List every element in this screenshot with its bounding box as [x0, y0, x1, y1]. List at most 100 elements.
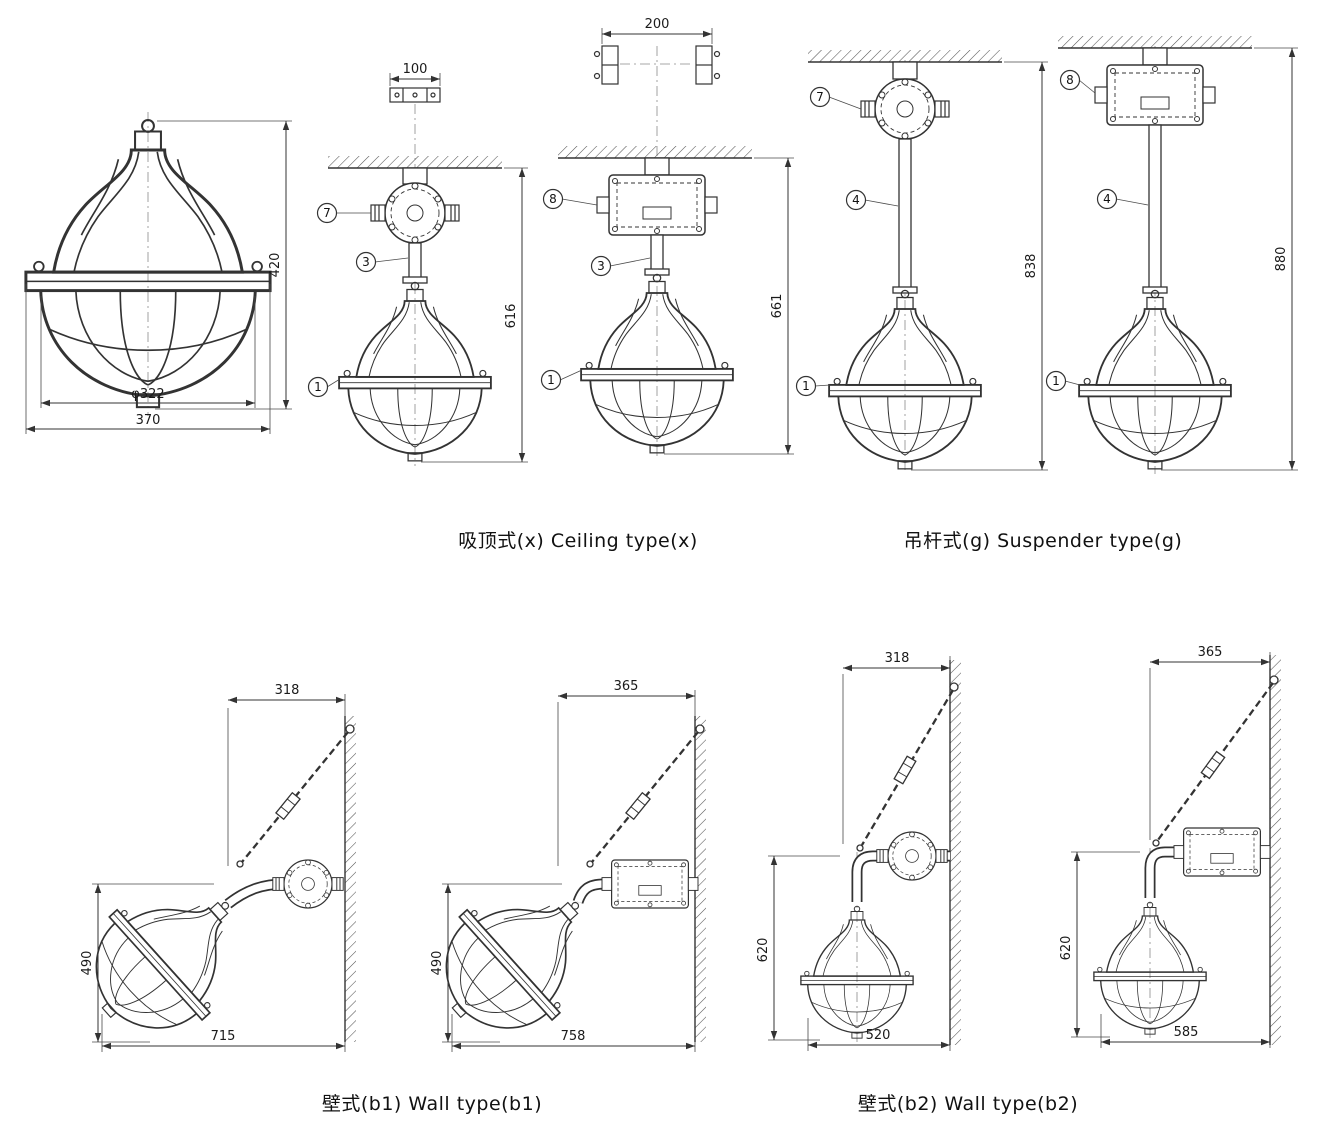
suspender-pole-drawing: [898, 138, 912, 292]
callout-junction-box: 7: [809, 86, 862, 110]
lamp-drawing: [1078, 289, 1232, 470]
junction-box-rect-drawing: [1094, 64, 1216, 126]
callout-number: 4: [1103, 192, 1111, 206]
junction-box-round-drawing: [370, 182, 460, 244]
ceiling-hatch: [328, 156, 502, 169]
callout-junction-box: 8: [1059, 69, 1096, 94]
dim-clamp-width: 200: [601, 17, 713, 44]
box-neck: [644, 157, 670, 176]
dim-bottom: 520: [807, 1018, 951, 1051]
stem-drawing: [650, 234, 664, 272]
figure-wall-b1-1: 318 490 715: [59, 683, 356, 1065]
callout-number: 1: [1052, 374, 1060, 388]
dim-label-width: 370: [136, 413, 161, 428]
caption-wall-type-b1: 壁式(b1) Wall type(b1): [322, 1093, 542, 1115]
callout-pole: 4: [845, 189, 899, 211]
dim-label-side: 620: [1059, 936, 1074, 961]
suspender-pole-drawing: [1148, 124, 1162, 292]
callout-lamp: 1: [540, 369, 583, 391]
dim-bottom: 758: [451, 1014, 696, 1052]
dim-top: 365: [1149, 645, 1271, 840]
figure-suspender-g1: 838 7 4 1: [795, 50, 1048, 474]
callout-number: 1: [802, 379, 810, 393]
box-neck: [1142, 47, 1168, 66]
dim-label-top: 200: [645, 17, 670, 32]
dim-side: 490: [80, 883, 214, 1043]
turnbuckle: [275, 791, 301, 821]
callout-number: 8: [1066, 73, 1074, 87]
callout-number: 8: [549, 192, 557, 206]
turnbuckle: [893, 755, 917, 785]
ceiling-hatch: [558, 146, 752, 159]
dim-label-bottom: 585: [1174, 1025, 1199, 1040]
wall-hook: [345, 724, 355, 734]
dim-top: 318: [227, 683, 346, 866]
junction-box-round-drawing: [876, 831, 948, 881]
wall-hatch: [949, 660, 961, 1045]
figure-front-view: 420 φ322 370: [24, 112, 292, 434]
dim-label-height: 420: [268, 253, 283, 278]
callout-stem: 3: [590, 255, 651, 277]
dim-overall-height: 616: [421, 167, 528, 463]
dim-bottom: 715: [101, 1014, 346, 1052]
box-neck: [402, 167, 428, 185]
wall-hook: [695, 724, 705, 734]
dim-plate-width: 100: [389, 62, 441, 86]
dim-label-height: 616: [504, 304, 519, 329]
box-neck: [892, 61, 918, 80]
callout-lamp: 1: [1045, 370, 1081, 392]
dim-label-top: 365: [1198, 645, 1223, 660]
chain-eye: [1152, 839, 1160, 847]
wall-hatch: [1269, 655, 1281, 1045]
callout-number: 7: [323, 206, 331, 220]
figure-suspender-g2: 880 8 4 1: [1045, 36, 1298, 474]
dim-side: 620: [1059, 851, 1140, 1038]
wall-hook: [1269, 675, 1279, 685]
wall-hook: [949, 682, 959, 692]
dim-label-diameter: φ322: [131, 387, 164, 402]
dim-label-bottom: 520: [866, 1028, 891, 1043]
callout-pole: 4: [1096, 188, 1149, 210]
dim-label-bottom: 715: [211, 1029, 236, 1044]
dim-top: 318: [842, 651, 951, 844]
turnbuckle: [1200, 750, 1226, 780]
callout-number: 3: [597, 259, 605, 273]
callout-number: 1: [547, 373, 555, 387]
dim-overall-height: 880: [1161, 47, 1298, 471]
ceiling-hatch: [1058, 36, 1252, 49]
dim-label-top: 365: [614, 679, 639, 694]
dim-label-height: 661: [770, 294, 785, 319]
dim-front-diameter: φ322: [40, 296, 256, 408]
caption-wall-type-b2: 壁式(b2) Wall type(b2): [858, 1093, 1078, 1115]
dim-label-bottom: 758: [561, 1029, 586, 1044]
dim-side: 490: [430, 883, 562, 1043]
figure-wall-b2-1: 318 620 520: [756, 651, 961, 1051]
ceiling-hatch: [808, 50, 1002, 63]
junction-box-rect-drawing: [1173, 827, 1271, 877]
dim-top: 365: [557, 679, 696, 866]
mounting-plate: [389, 87, 441, 103]
dim-label-height: 880: [1274, 247, 1289, 272]
dim-front-height: 420: [155, 120, 292, 410]
callout-stem: 3: [355, 251, 409, 273]
dim-label-side: 620: [756, 938, 771, 963]
dim-front-width: 370: [25, 284, 271, 434]
callout-lamp: 1: [795, 375, 831, 397]
lamp-drawing: [24, 118, 272, 409]
junction-box-rect-drawing: [601, 859, 699, 909]
callout-number: 4: [852, 193, 860, 207]
dim-bottom: 585: [1100, 1014, 1271, 1048]
chain-eye: [586, 860, 594, 868]
dim-label-side: 490: [80, 951, 95, 976]
callout-number: 1: [314, 380, 322, 394]
pipe-clamp: [593, 45, 721, 85]
callout-junction-box: 8: [542, 188, 598, 210]
dim-label-top: 318: [275, 683, 300, 698]
callout-junction-box: 7: [316, 202, 371, 224]
caption-suspender-type: 吊杆式(g) Suspender type(g): [904, 530, 1183, 552]
figure-wall-b2-2: 365 620 585: [1059, 645, 1281, 1048]
dim-label-height: 838: [1024, 254, 1039, 279]
caption-ceiling-type: 吸顶式(x) Ceiling type(x): [458, 530, 698, 552]
